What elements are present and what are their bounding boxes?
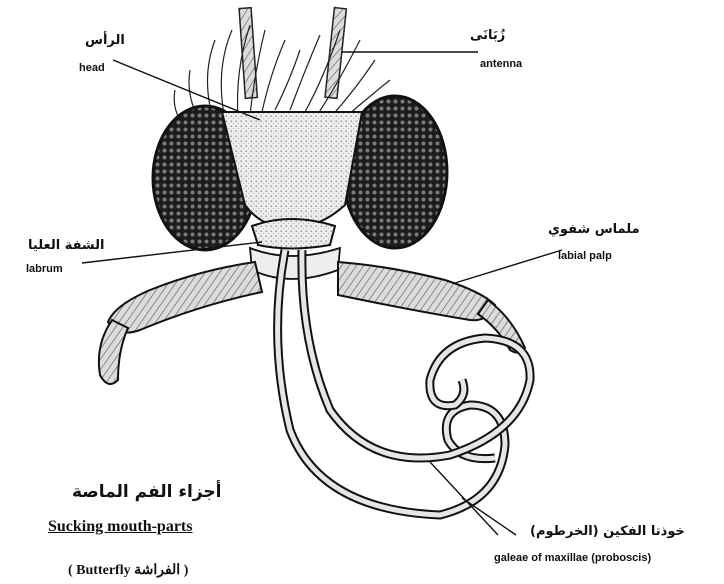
labial-palp-label-en: labial palp	[558, 250, 612, 262]
labial-palp-label-ar: ملماس شفوي	[548, 222, 640, 237]
right-labial-palp	[338, 262, 495, 320]
left-palp-tip	[99, 320, 128, 384]
clypeus-base	[250, 248, 340, 279]
proboscis-label-en: galeae of maxillae (proboscis)	[494, 552, 651, 564]
caption-title-arabic: أجزاء الفم الماصة	[72, 482, 222, 502]
left-labial-palp	[108, 262, 262, 333]
caption-title-english: Sucking mouth-parts	[48, 518, 192, 536]
antenna-label-en: antenna	[480, 58, 522, 70]
labrum	[252, 219, 335, 249]
antenna-label-ar: زُبَانَى	[470, 28, 505, 43]
proboscis-label-ar: خوذتا الفكين (الخرطوم)	[530, 524, 685, 539]
labrum-label-ar: الشفة العليا	[28, 238, 105, 253]
head-label-en: head	[79, 62, 105, 74]
labrum-label-en: labrum	[26, 263, 63, 275]
head-label-ar: الرأس	[85, 33, 125, 48]
antennae	[239, 8, 346, 99]
caption-subtitle: ( Butterfly الفراشة )	[68, 562, 188, 579]
